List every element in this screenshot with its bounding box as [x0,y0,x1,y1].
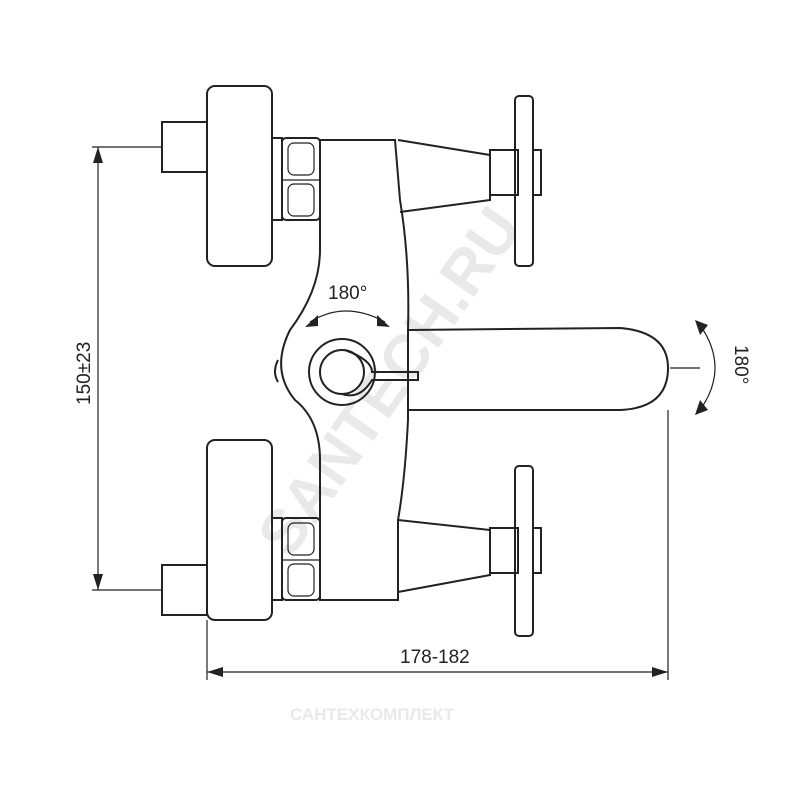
width-dimension: 178-182 [206,410,669,680]
watermark-bottom: САНТЕХКОМПЛЕКТ [290,705,455,724]
upper-eccentric-connector [161,85,321,267]
spout-rotation-label: 180° [730,345,751,384]
upper-handle-stem [397,139,491,213]
lower-handle-hub [489,527,519,574]
lower-handle-cap [532,527,542,574]
height-dimension-label: 150±23 [74,342,95,405]
lower-handle-stem [397,519,491,593]
width-dimension-label: 178-182 [400,647,470,668]
handle-rotation-arrow [309,310,386,323]
mixer-body [280,139,410,601]
diverter-knob[interactable] [274,338,419,406]
watermark-diagonal: SANTECH.RU [245,196,535,569]
upper-handle-cap [532,149,542,196]
lower-eccentric-connector [161,439,321,621]
height-dimension: 150±23 [74,146,162,591]
upper-handle-hub [489,149,519,196]
spout-rotation-arrow [699,324,716,411]
handle-rotation-label: 180° [328,283,367,304]
spout [407,326,670,411]
